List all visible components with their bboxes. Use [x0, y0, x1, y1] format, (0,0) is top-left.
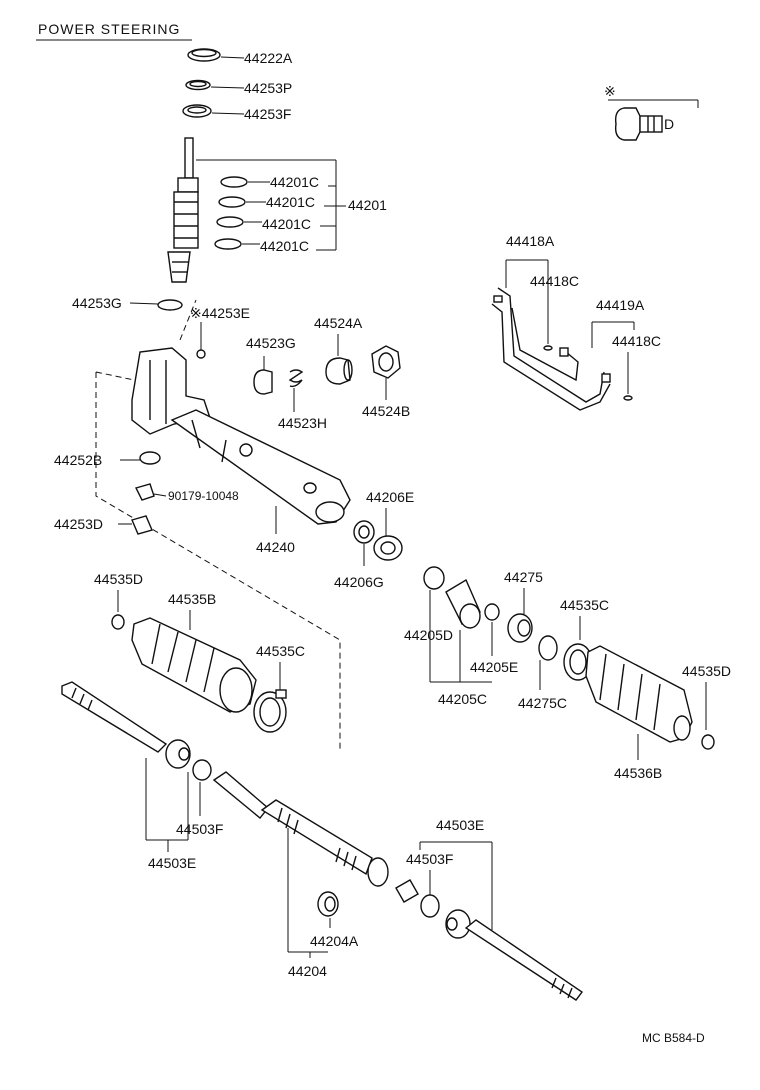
- assembly-outline-dashed: [95, 299, 341, 752]
- rack-shaft-44204: [212, 771, 419, 903]
- callout-letter-d: D: [664, 116, 674, 132]
- label-44536B: 44536B: [614, 765, 662, 781]
- ring-44205D: [423, 566, 445, 590]
- label-44503E-left: 44503E: [148, 855, 196, 871]
- part-44252B: [139, 451, 161, 465]
- pressure-tubes-44418A-44419A: [491, 287, 633, 411]
- ring-44253E: [196, 349, 206, 359]
- label-44535C-right: 44535C: [560, 597, 609, 613]
- snap-ring-44275C: [538, 635, 558, 661]
- ring-44253F: [182, 104, 212, 118]
- bushing-44205E: [445, 578, 481, 629]
- label-44201C-3: 44201C: [262, 216, 311, 232]
- tie-rod-44503E-left: [61, 681, 191, 769]
- label-44503E-right: 44503E: [436, 817, 484, 833]
- ring-44206G: [353, 520, 375, 544]
- label-44252B: 44252B: [54, 452, 102, 468]
- label-44275: 44275: [504, 569, 543, 585]
- label-44205D: 44205D: [404, 627, 453, 643]
- spring-44523H: [288, 369, 304, 412]
- seal-rings-44201C: [214, 176, 248, 250]
- label-44201C-4: 44201C: [260, 238, 309, 254]
- boot-44536B: [585, 645, 693, 743]
- clip-44535D-right: [701, 734, 715, 750]
- label-44535D-left: 44535D: [94, 571, 143, 587]
- label-44535B: 44535B: [168, 591, 216, 607]
- nut-44253D: [131, 515, 153, 535]
- label-44206E: 44206E: [366, 489, 414, 505]
- locknut-44524B: [371, 345, 401, 400]
- label-44253P: 44253P: [244, 80, 292, 96]
- note-mark: ※: [604, 83, 616, 99]
- plug-44523G: [253, 356, 273, 395]
- label-44253D: 44253D: [54, 516, 103, 532]
- label-44201C-1: 44201C: [270, 174, 319, 190]
- washer-44503F-right: [420, 894, 440, 918]
- special-plug-part: [614, 107, 663, 141]
- label-44503F-left: 44503F: [176, 821, 223, 837]
- cylinder-end-44275: [507, 613, 533, 643]
- washer-44503F-left: [192, 759, 212, 781]
- label-44206G: 44206G: [334, 574, 384, 590]
- bushing-44204A: [317, 891, 339, 917]
- label-44524B: 44524B: [362, 403, 410, 419]
- tie-rod-44503E-right: [445, 909, 584, 1001]
- label-44205C: 44205C: [438, 691, 487, 707]
- bolt-90179-10048: [134, 483, 155, 501]
- label-44503F-right: 44503F: [406, 851, 453, 867]
- label-44204: 44204: [288, 963, 327, 979]
- label-44240: 44240: [256, 539, 295, 555]
- seal-44222A: [187, 48, 221, 62]
- ring-44253P: [185, 79, 211, 91]
- label-44253G: 44253G: [72, 295, 122, 311]
- label-44418C-1: 44418C: [530, 273, 579, 289]
- label-44204A: 44204A: [310, 933, 359, 949]
- label-90179-10048: 90179-10048: [168, 489, 239, 503]
- clamp-44535C-left: [253, 689, 287, 733]
- ring-44253G: [157, 299, 183, 311]
- washer-44205E-small: [484, 603, 500, 621]
- seal-44206E: [373, 535, 403, 561]
- boot-44535B: [131, 617, 257, 713]
- rack-housing-44240: [131, 347, 351, 525]
- label-44523G: 44523G: [246, 335, 296, 351]
- label-44275C: 44275C: [518, 695, 567, 711]
- label-44418C-2: 44418C: [612, 333, 661, 349]
- footer-code: MC B584-D: [642, 1031, 705, 1045]
- label-44535C-left: 44535C: [256, 643, 305, 659]
- label-44418A: 44418A: [506, 233, 555, 249]
- label-44201: 44201: [348, 197, 387, 213]
- label-44201C-2: 44201C: [266, 194, 315, 210]
- diagram-title: POWER STEERING: [38, 21, 180, 37]
- label-44205E: 44205E: [470, 659, 518, 675]
- label-44222A: 44222A: [244, 50, 293, 66]
- label-44524A: 44524A: [314, 315, 363, 331]
- label-44253E: ※44253E: [190, 305, 250, 321]
- cap-44524A: [325, 334, 353, 385]
- label-44253F: 44253F: [244, 106, 291, 122]
- pinion-valve-shaft: [167, 137, 199, 283]
- clip-44535D-left: [111, 614, 125, 630]
- label-44419A: 44419A: [596, 297, 645, 313]
- label-44535D-right: 44535D: [682, 663, 731, 679]
- label-44523H: 44523H: [278, 415, 327, 431]
